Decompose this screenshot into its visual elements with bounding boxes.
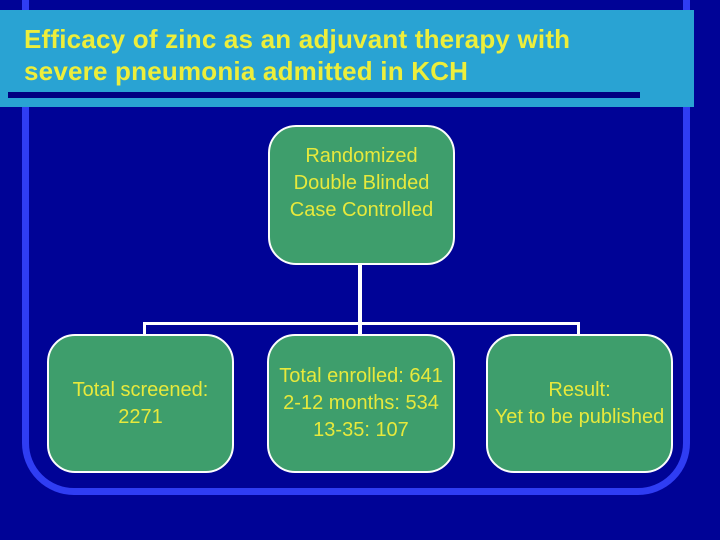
title-bar: Efficacy of zinc as an adjuvant therapy …	[0, 10, 694, 107]
result-box-line-2: Yet to be published	[494, 405, 665, 428]
enrolled-box-line-2: 2-12 months: 534	[283, 392, 439, 414]
connector-root-vertical	[358, 264, 362, 324]
connector-stub-middle	[358, 322, 362, 335]
connector-stub-right	[577, 322, 580, 335]
title-underline	[8, 92, 640, 98]
slide-title: Efficacy of zinc as an adjuvant therapy …	[24, 23, 570, 87]
total-screened-box: Total screened: 2271	[47, 334, 234, 473]
enrolled-box-line-3: 13-35: 107	[313, 419, 409, 441]
root-box-line-3: Case Controlled	[289, 198, 434, 221]
root-box-line-1: Randomized	[305, 144, 418, 167]
root-box-randomized: Randomized Double Blinded Case Controlle…	[268, 125, 455, 265]
screened-box-line-1: Total screened:	[72, 378, 209, 401]
connector-stub-left	[143, 322, 146, 335]
slide-title-line-1: Efficacy of zinc as an adjuvant therapy …	[24, 24, 571, 54]
root-box-line-2: Double Blinded	[293, 171, 430, 194]
enrolled-box-line-1: Total enrolled: 641	[279, 365, 443, 387]
total-enrolled-box: Total enrolled: 641 2-12 months: 534 13-…	[267, 334, 455, 473]
result-box: Result: Yet to be published	[486, 334, 673, 473]
screened-box-line-2: 2271	[118, 405, 163, 428]
decorative-frame-border	[22, 0, 690, 495]
result-box-line-1: Result:	[548, 378, 611, 401]
slide-title-line-2: severe pneumonia admitted in KCH	[24, 56, 469, 86]
